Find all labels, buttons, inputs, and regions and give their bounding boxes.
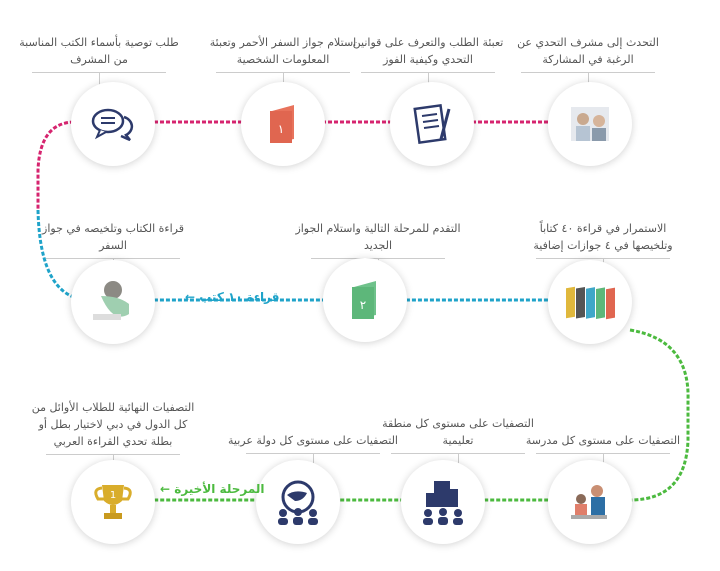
step-4: طلب توصية بأسماء الكتب المناسبة من المشر… xyxy=(14,14,184,87)
step-7: الاستمرار في قراءة ٤٠ كتاباً وتلخيصها في… xyxy=(518,200,688,273)
step-9: التصفيات على مستوى كل منطقة تعليمية xyxy=(373,395,543,468)
green-passport-icon: ٢ xyxy=(323,258,407,342)
meeting-icon xyxy=(548,82,632,166)
svg-text:1: 1 xyxy=(110,490,116,501)
final-stage-label: المرحلة الأخيرة ← xyxy=(160,482,265,496)
step-11: التصفيات النهائية للطلاب الأوائل من كل ا… xyxy=(28,378,198,469)
school-icon xyxy=(548,460,632,544)
blue-path xyxy=(36,209,590,302)
step-10: التصفيات على مستوى كل دولة عربية xyxy=(228,395,398,468)
buildings-people-icon xyxy=(401,460,485,544)
passports-stack-icon xyxy=(548,260,632,344)
step-6: التقدم للمرحلة التالية واستلام الجواز ال… xyxy=(293,200,463,273)
step-3: استلام جواز السفر الأحمر وتعبئة المعلوما… xyxy=(198,14,368,87)
read-ten-books-label: قراءة ١٠ كتب ← xyxy=(185,290,280,304)
girl-reading-icon xyxy=(71,260,155,344)
svg-text:٢: ٢ xyxy=(360,298,366,312)
arab-map-people-icon xyxy=(256,460,340,544)
trophy-icon: 1 xyxy=(71,460,155,544)
step-2: تعبئة الطلب والتعرف على قوانين التحدي وك… xyxy=(343,14,513,87)
green-path xyxy=(113,328,690,502)
form-pen-icon xyxy=(390,82,474,166)
svg-text:١: ١ xyxy=(278,122,284,136)
step-1: التحدث إلى مشرف التحدي عن الرغبة في المش… xyxy=(503,14,673,87)
red-passport-icon: ١ xyxy=(241,82,325,166)
step-8: التصفيات على مستوى كل مدرسة xyxy=(518,395,688,468)
chat-bubbles-icon xyxy=(71,82,155,166)
